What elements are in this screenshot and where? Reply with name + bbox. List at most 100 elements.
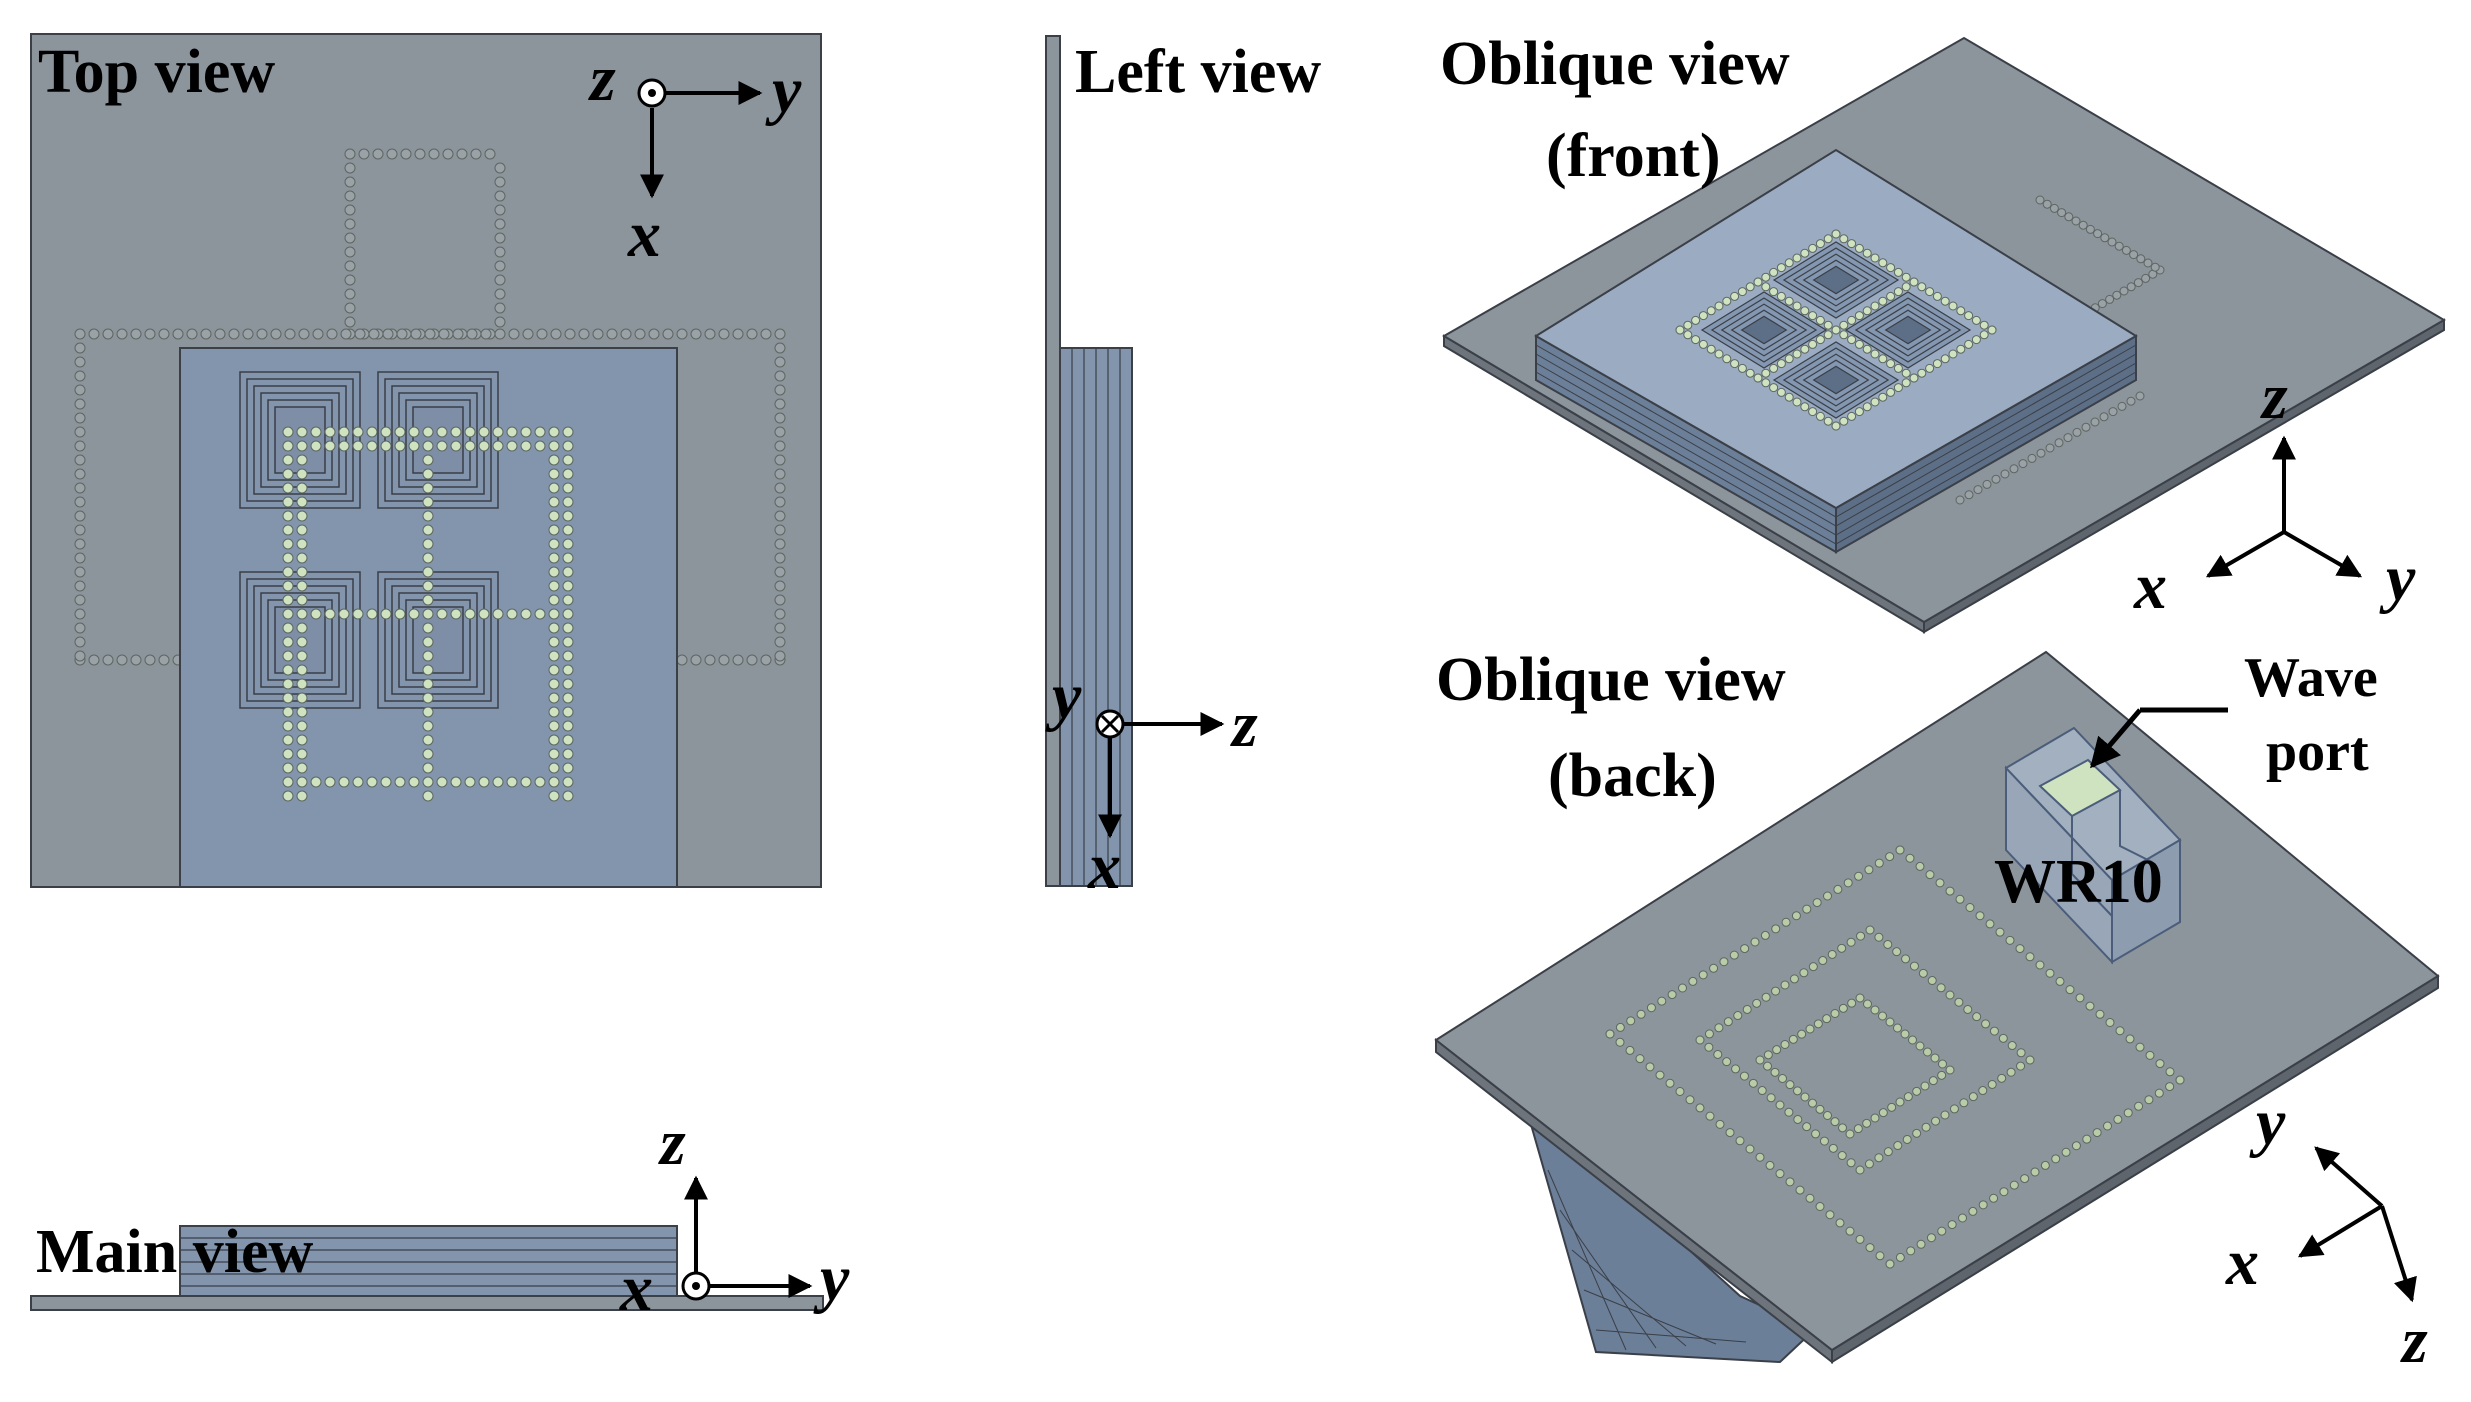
feed-via bbox=[102, 654, 114, 666]
feed-via bbox=[1808, 962, 1818, 972]
feed-via bbox=[2051, 1154, 2061, 1164]
feed-via bbox=[1865, 1243, 1875, 1253]
array-via bbox=[1823, 234, 1833, 244]
feed-via bbox=[1874, 1153, 1884, 1163]
top-axis-z: z bbox=[588, 42, 616, 115]
feed-via bbox=[1735, 1136, 1745, 1146]
feed-via bbox=[386, 148, 398, 160]
feed-via bbox=[1998, 1033, 2008, 1043]
array-via bbox=[548, 482, 560, 494]
array-via bbox=[422, 552, 434, 564]
feed-via bbox=[2103, 1121, 2112, 1131]
feed-via bbox=[578, 328, 590, 340]
feed-via bbox=[774, 412, 786, 424]
feed-via bbox=[1968, 1206, 1978, 1216]
feed-via bbox=[1688, 976, 1698, 986]
cavity-step bbox=[253, 385, 347, 495]
feed-via bbox=[1905, 853, 1915, 863]
cavity-step bbox=[384, 578, 492, 702]
feed-via bbox=[74, 636, 86, 648]
feed-via bbox=[1923, 1047, 1932, 1057]
array-via bbox=[1737, 287, 1747, 297]
array-via bbox=[296, 734, 308, 746]
feed-via bbox=[2129, 250, 2139, 260]
feed-via bbox=[1945, 886, 1955, 896]
array-via bbox=[1706, 306, 1716, 316]
array-via bbox=[1784, 258, 1794, 268]
array-via bbox=[282, 664, 294, 676]
array-via bbox=[296, 748, 308, 760]
array-via bbox=[1909, 277, 1919, 287]
oblique-back-stack-layers bbox=[1547, 1169, 1747, 1351]
feed-via bbox=[522, 328, 534, 340]
feed-via bbox=[270, 328, 282, 340]
wr10-label: WR10 bbox=[1994, 848, 2163, 916]
array-via bbox=[422, 720, 434, 732]
feed-via bbox=[1793, 1086, 1802, 1096]
array-via bbox=[1753, 373, 1763, 383]
array-via bbox=[562, 580, 574, 592]
array-via bbox=[1886, 263, 1896, 273]
feed-via bbox=[130, 328, 142, 340]
feed-via bbox=[1887, 1102, 1897, 1112]
array-via bbox=[1901, 272, 1911, 282]
feed-via bbox=[2042, 199, 2052, 209]
array-via bbox=[1691, 335, 1701, 345]
array-via bbox=[1948, 349, 1958, 359]
feed-via bbox=[74, 594, 86, 606]
array-via bbox=[436, 440, 448, 452]
wave-port-label-line2: port bbox=[2266, 721, 2369, 783]
feed-via bbox=[1846, 1158, 1856, 1168]
array-via bbox=[422, 496, 434, 508]
array-via bbox=[422, 734, 434, 746]
array-via bbox=[1964, 339, 1974, 349]
feed-via bbox=[648, 328, 660, 340]
feed-via bbox=[1965, 903, 1975, 912]
feed-via bbox=[2100, 233, 2110, 243]
feed-via bbox=[1719, 957, 1729, 967]
array-via bbox=[1917, 282, 1927, 292]
array-via bbox=[408, 440, 420, 452]
array-via bbox=[1932, 291, 1942, 301]
feed-via bbox=[74, 342, 86, 354]
array-via bbox=[548, 748, 560, 760]
feed-via bbox=[1635, 1054, 1645, 1064]
feed-via bbox=[1926, 1233, 1936, 1243]
feed-via bbox=[2093, 229, 2103, 239]
array-via bbox=[1940, 354, 1950, 364]
array-via bbox=[562, 636, 574, 648]
feed-via bbox=[2143, 258, 2153, 268]
feed-via bbox=[1935, 878, 1945, 888]
array-via bbox=[422, 776, 434, 788]
feed-via bbox=[2072, 427, 2082, 437]
array-via bbox=[282, 566, 294, 578]
array-via bbox=[1800, 306, 1810, 316]
feed-via bbox=[1987, 1079, 1997, 1089]
array-via bbox=[548, 650, 560, 662]
feed-via bbox=[1775, 1169, 1785, 1179]
feed-via bbox=[1828, 1143, 1838, 1153]
array-via bbox=[394, 776, 406, 788]
array-via bbox=[1800, 344, 1810, 354]
oblique-front-axes: z x y bbox=[2133, 360, 2416, 623]
feed-via bbox=[74, 510, 86, 522]
cavity-step bbox=[405, 399, 471, 481]
array-via bbox=[1815, 315, 1825, 325]
feed-via bbox=[344, 232, 356, 244]
left-axis-x: x bbox=[1087, 830, 1121, 903]
feed-via bbox=[774, 552, 786, 564]
array-via bbox=[562, 426, 574, 438]
top-view-array-vias bbox=[282, 426, 574, 802]
array-via bbox=[1683, 330, 1693, 340]
feed-via bbox=[1958, 1213, 1967, 1223]
array-via bbox=[282, 440, 294, 452]
feed-via bbox=[484, 148, 496, 160]
feed-via bbox=[1722, 1057, 1732, 1067]
array-via bbox=[548, 776, 560, 788]
feed-via bbox=[344, 246, 356, 258]
array-via bbox=[520, 426, 532, 438]
array-via bbox=[548, 426, 560, 438]
array-via bbox=[282, 580, 294, 592]
feed-via bbox=[2107, 237, 2117, 247]
front-axis-x: x bbox=[2133, 550, 2167, 623]
